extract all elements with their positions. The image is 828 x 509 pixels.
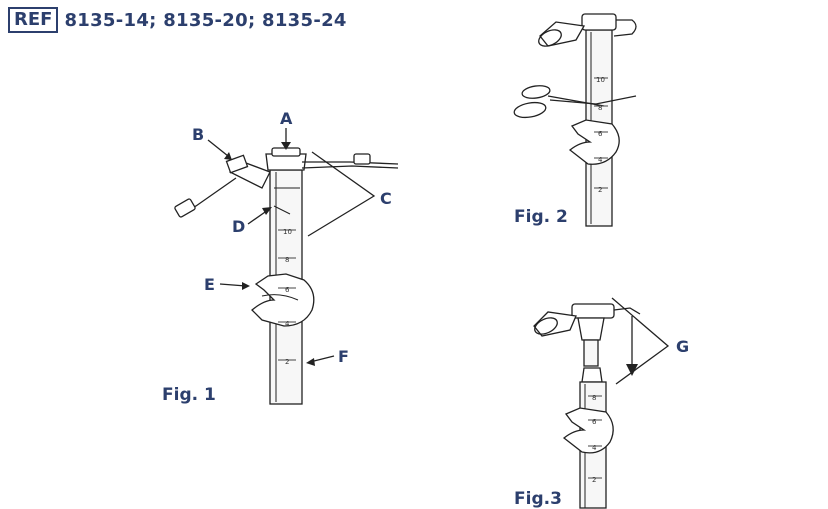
fig3-upper-tube	[583, 339, 599, 367]
fig1-mark-3: 6	[285, 286, 290, 294]
fig1-markings: 10 8 6 4 2	[278, 228, 296, 366]
fig3-connector	[581, 367, 603, 383]
fig3-caption: Fig.3	[514, 489, 562, 509]
label-g: G	[676, 337, 689, 356]
label-d: D	[232, 217, 245, 236]
fig2-mark-4: 4	[598, 156, 603, 164]
fig3-lower-assembly: 8 6 4 2	[562, 367, 614, 509]
fig2-hub	[581, 13, 617, 31]
fig3-mark-1: 8	[592, 394, 596, 402]
fig2-side-arm	[539, 21, 586, 47]
fig3-clamp	[562, 407, 614, 454]
fig2-caption: Fig. 2	[514, 207, 568, 227]
fig1-cap	[174, 198, 196, 218]
ref-symbol: REF	[8, 7, 59, 33]
fig3-mark-4: 2	[592, 476, 596, 484]
fig2-markings: 10 8 6 4 2	[594, 76, 608, 194]
fig1-clamp	[251, 273, 315, 327]
fig2-mark-1: 10	[596, 76, 605, 84]
label-c: C	[380, 189, 392, 208]
fig2-mark-5: 2	[598, 186, 602, 194]
arrow-b	[207, 139, 229, 157]
product-codes: 8135-14; 8135-20; 8135-24	[64, 9, 347, 31]
fig3-mark-2: 6	[592, 418, 597, 426]
fig2-clamp-handle	[513, 101, 547, 119]
fig2-tube-assembly: 10 8 6 4 2	[513, 13, 637, 227]
arrow-e	[219, 283, 247, 287]
fig2-clamp	[568, 119, 620, 165]
arrow-d-head	[262, 207, 272, 215]
fig3-hub	[571, 303, 615, 319]
arrow-g-head	[626, 364, 638, 376]
fig1-tube-assembly: 10 8 6 4 2	[174, 147, 399, 405]
arrow-f-head	[306, 358, 315, 366]
label-f: F	[338, 347, 349, 366]
arrow-a-head	[281, 142, 291, 150]
label-a: A	[280, 109, 293, 128]
arrow-e-head	[242, 282, 250, 290]
fig3-bracket-g	[611, 297, 670, 385]
label-e: E	[204, 275, 215, 294]
fig2-mark-2: 8	[598, 104, 602, 112]
fig1-mark-1: 10	[283, 228, 292, 236]
fig3-side-arm	[533, 311, 577, 337]
label-b: B	[192, 125, 204, 144]
arrow-b-head	[224, 152, 232, 160]
fig1-caption: Fig. 1	[162, 385, 216, 405]
ref-header: REF 8135-14; 8135-20; 8135-24	[8, 6, 347, 34]
fig3-upper-assembly	[533, 303, 641, 367]
fig3-markings: 8 6 4 2	[588, 394, 602, 484]
fig1-mark-2: 8	[285, 256, 289, 264]
fig2-mark-3: 6	[598, 130, 603, 138]
fig1-strap-cap	[353, 153, 371, 165]
fig3-mark-3: 4	[592, 444, 597, 452]
fig1-mark-4: 4	[285, 320, 290, 328]
fig1-mark-5: 2	[285, 358, 289, 366]
fig1-bracket-c	[307, 151, 376, 237]
